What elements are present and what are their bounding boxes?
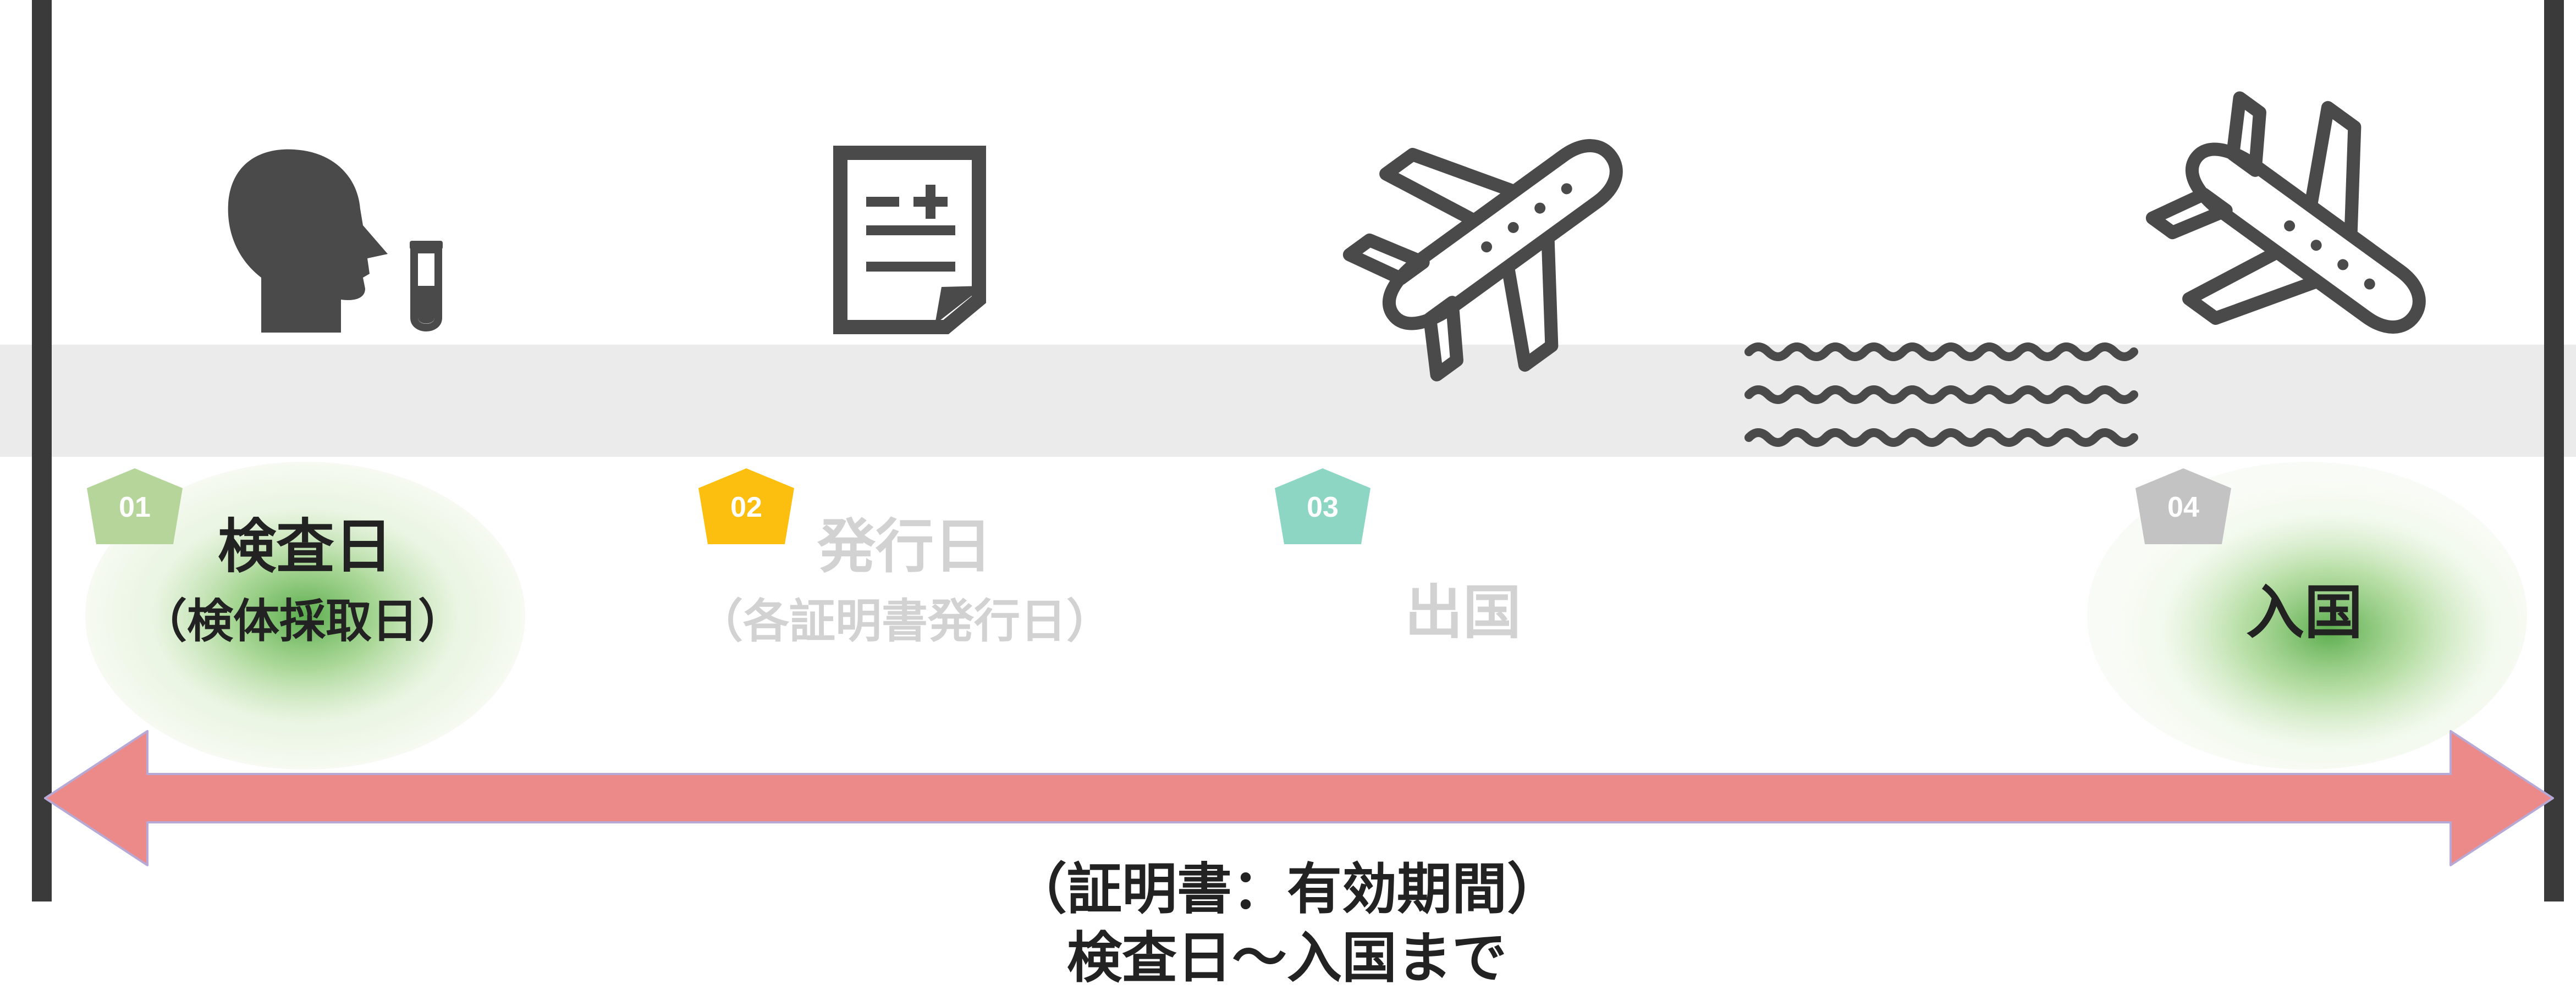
step-badge-01: 01 <box>87 468 183 544</box>
step-badge-03: 03 <box>1275 468 1370 544</box>
step-01-subtitle: （検体採取日） <box>140 594 464 648</box>
person-test-tube-icon <box>228 149 443 333</box>
step-04-title: 入国 <box>2246 579 2363 646</box>
waves-icon <box>1744 342 2138 447</box>
step-badge-02: 02 <box>698 468 794 544</box>
validity-period-caption-line1: （証明書：有効期間） <box>1012 857 1562 921</box>
glow-highlight-01 <box>85 462 525 770</box>
document-icon <box>833 146 986 334</box>
right-boundary-bar <box>2544 0 2564 901</box>
svg-text:02: 02 <box>730 491 762 523</box>
left-boundary-bar <box>32 0 52 901</box>
timeline-band <box>0 345 2576 457</box>
step-02-subtitle: （各証明書発行日） <box>696 594 1113 648</box>
validity-period-arrow <box>44 730 2554 866</box>
arrival-airplane-icon <box>2145 91 2426 334</box>
svg-text:01: 01 <box>119 491 151 523</box>
step-03-title: 出国 <box>1405 579 1521 646</box>
step-01-title: 検査日 <box>218 513 393 580</box>
departure-airplane-icon <box>1342 139 1623 381</box>
step-badge-04: 04 <box>2135 468 2231 544</box>
svg-text:04: 04 <box>2167 491 2199 523</box>
validity-period-caption-line2: 検査日～入国まで <box>1067 926 1507 990</box>
svg-text:03: 03 <box>1307 491 1339 523</box>
step-02-title: 発行日 <box>817 513 992 580</box>
